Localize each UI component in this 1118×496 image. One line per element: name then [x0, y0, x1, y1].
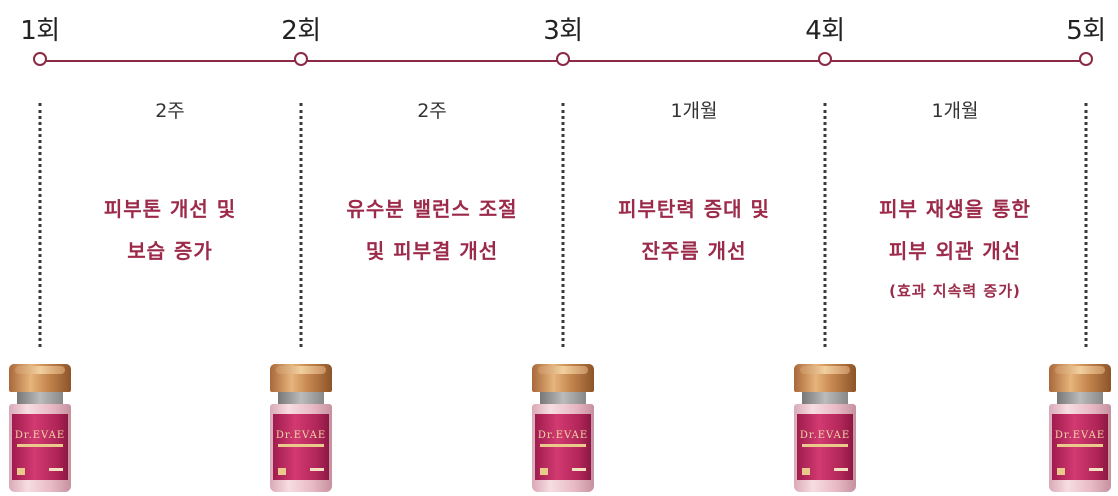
- benefit-2-line2: 및 피부결 개선: [365, 239, 499, 263]
- ampoule-vial-4: Dr.EVAE: [790, 364, 860, 494]
- vial-brand: Dr.EVAE: [275, 430, 327, 441]
- vial-brand: Dr.EVAE: [1054, 430, 1106, 441]
- benefit-4: 피부 재생을 통한 피부 외관 개선 (효과 지속력 증가): [879, 188, 1031, 306]
- session-label-2: 2회: [281, 16, 321, 46]
- timeline-node-4: [818, 52, 832, 66]
- ampoule-vial-1: Dr.EVAE: [5, 364, 75, 494]
- separator-2: [299, 103, 303, 347]
- benefit-2-line1: 유수분 밸런스 조절: [346, 197, 518, 221]
- vial-brand: Dr.EVAE: [537, 430, 589, 441]
- session-label-5: 5회: [1066, 16, 1106, 46]
- separator-1: [38, 103, 42, 347]
- benefit-3: 피부탄력 증대 및 잔주름 개선: [618, 188, 770, 272]
- benefit-1-line1: 피부톤 개선 및: [103, 197, 237, 221]
- separator-4: [823, 103, 827, 347]
- interval-label-3: 1개월: [670, 100, 718, 122]
- benefit-4-note: (효과 지속력 증가): [889, 282, 1021, 300]
- benefit-4-line2: 피부 외관 개선: [888, 239, 1022, 263]
- benefit-3-line2: 잔주름 개선: [641, 239, 747, 263]
- timeline-node-2: [294, 52, 308, 66]
- separator-5: [1084, 103, 1088, 347]
- benefit-3-line1: 피부탄력 증대 및: [618, 197, 770, 221]
- ampoule-vial-2: Dr.EVAE: [266, 364, 336, 494]
- benefit-2: 유수분 밸런스 조절 및 피부결 개선: [346, 188, 517, 272]
- benefit-1: 피부톤 개선 및 보습 증가: [104, 188, 236, 272]
- ampoule-vial-3: Dr.EVAE: [528, 364, 598, 494]
- timeline-node-3: [556, 52, 570, 66]
- benefit-1-line2: 보습 증가: [127, 239, 213, 263]
- session-label-3: 3회: [543, 16, 583, 46]
- timeline-node-1: [33, 52, 47, 66]
- vial-brand: Dr.EVAE: [14, 430, 66, 441]
- interval-label-1: 2주: [155, 100, 185, 122]
- session-label-1: 1회: [20, 16, 60, 46]
- vial-brand: Dr.EVAE: [799, 430, 851, 441]
- separator-3: [561, 103, 565, 347]
- interval-label-4: 1개월: [931, 100, 979, 122]
- benefit-4-line1: 피부 재생을 통한: [879, 197, 1031, 221]
- timeline-node-5: [1079, 52, 1093, 66]
- interval-label-2: 2주: [417, 100, 447, 122]
- ampoule-vial-5: Dr.EVAE: [1045, 364, 1115, 494]
- session-label-4: 4회: [805, 16, 845, 46]
